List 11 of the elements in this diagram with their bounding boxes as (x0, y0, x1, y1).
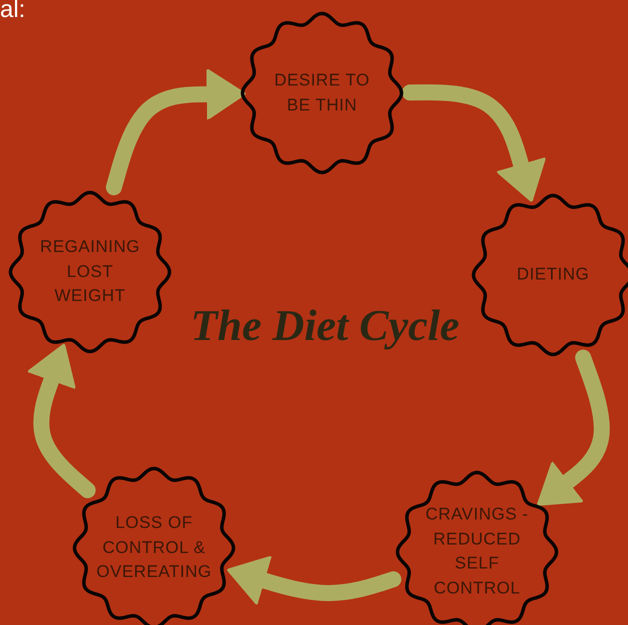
node-label: CRAVINGS - REDUCED SELF CONTROL (424, 504, 530, 600)
node-label: LOSS OF CONTROL & OVEREATING (95, 512, 213, 584)
curved-arrow (227, 556, 402, 606)
curved-arrow (537, 350, 610, 506)
node-label: REGAINING LOST WEIGHT (39, 236, 141, 308)
node-label: DESIRE TO BE THIN (273, 69, 371, 116)
curved-arrow (106, 68, 246, 196)
curved-arrow (402, 84, 546, 202)
node-label: DIETING (516, 264, 590, 286)
curved-arrow (27, 344, 96, 498)
diagram-title: The Diet Cycle (190, 300, 460, 351)
